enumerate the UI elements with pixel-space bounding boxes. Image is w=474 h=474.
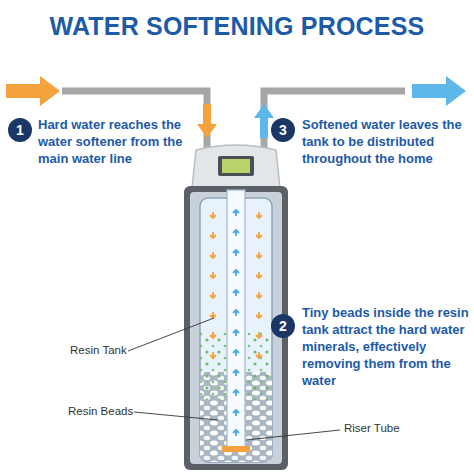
flow-arrow xyxy=(256,252,262,258)
flow-arrow xyxy=(233,290,239,296)
callout-text: Hard water reaches the water softener fr… xyxy=(38,116,206,167)
part-label: Riser Tube xyxy=(344,422,400,434)
flow-arrow xyxy=(210,312,216,318)
flow-arrow xyxy=(233,350,239,356)
callout-circle: 3 xyxy=(271,118,295,142)
flow-arrow xyxy=(233,430,239,436)
flow-arrow xyxy=(256,272,262,278)
callout-text: Tiny beads inside the resin tank attract… xyxy=(302,304,470,389)
flow-arrow xyxy=(256,212,262,218)
flow-arrow xyxy=(256,232,262,238)
callout-circle: 2 xyxy=(271,314,295,338)
flow-arrow xyxy=(233,210,239,216)
callout-number: 1 xyxy=(16,122,24,138)
flow-arrow xyxy=(210,212,216,218)
flow-arrow xyxy=(233,370,239,376)
callout-number: 2 xyxy=(279,318,287,334)
flow-arrow xyxy=(210,292,216,298)
flow-arrow xyxy=(256,312,262,318)
callout-text: Softened water leaves the tank to be dis… xyxy=(302,116,470,167)
part-label: Resin Beads xyxy=(68,405,133,417)
flow-arrow xyxy=(210,332,216,338)
callout-circle: 1 xyxy=(8,118,32,142)
flow-arrow xyxy=(233,390,239,396)
flow-arrow xyxy=(210,232,216,238)
flow-arrow xyxy=(256,352,262,358)
flow-arrow xyxy=(210,272,216,278)
diagram-title: WATER SOFTENING PROCESS xyxy=(0,12,474,41)
flow-arrow xyxy=(233,250,239,256)
flow-arrow xyxy=(233,230,239,236)
flow-arrow xyxy=(256,292,262,298)
part-label: Resin Tank xyxy=(70,344,127,356)
flow-arrow xyxy=(233,330,239,336)
flow-arrow xyxy=(256,332,262,338)
flow-arrow xyxy=(233,410,239,416)
callout-number: 3 xyxy=(279,122,287,138)
flow-arrow xyxy=(210,352,216,358)
flow-arrow xyxy=(233,310,239,316)
flow-arrow xyxy=(210,252,216,258)
flow-arrow xyxy=(233,270,239,276)
